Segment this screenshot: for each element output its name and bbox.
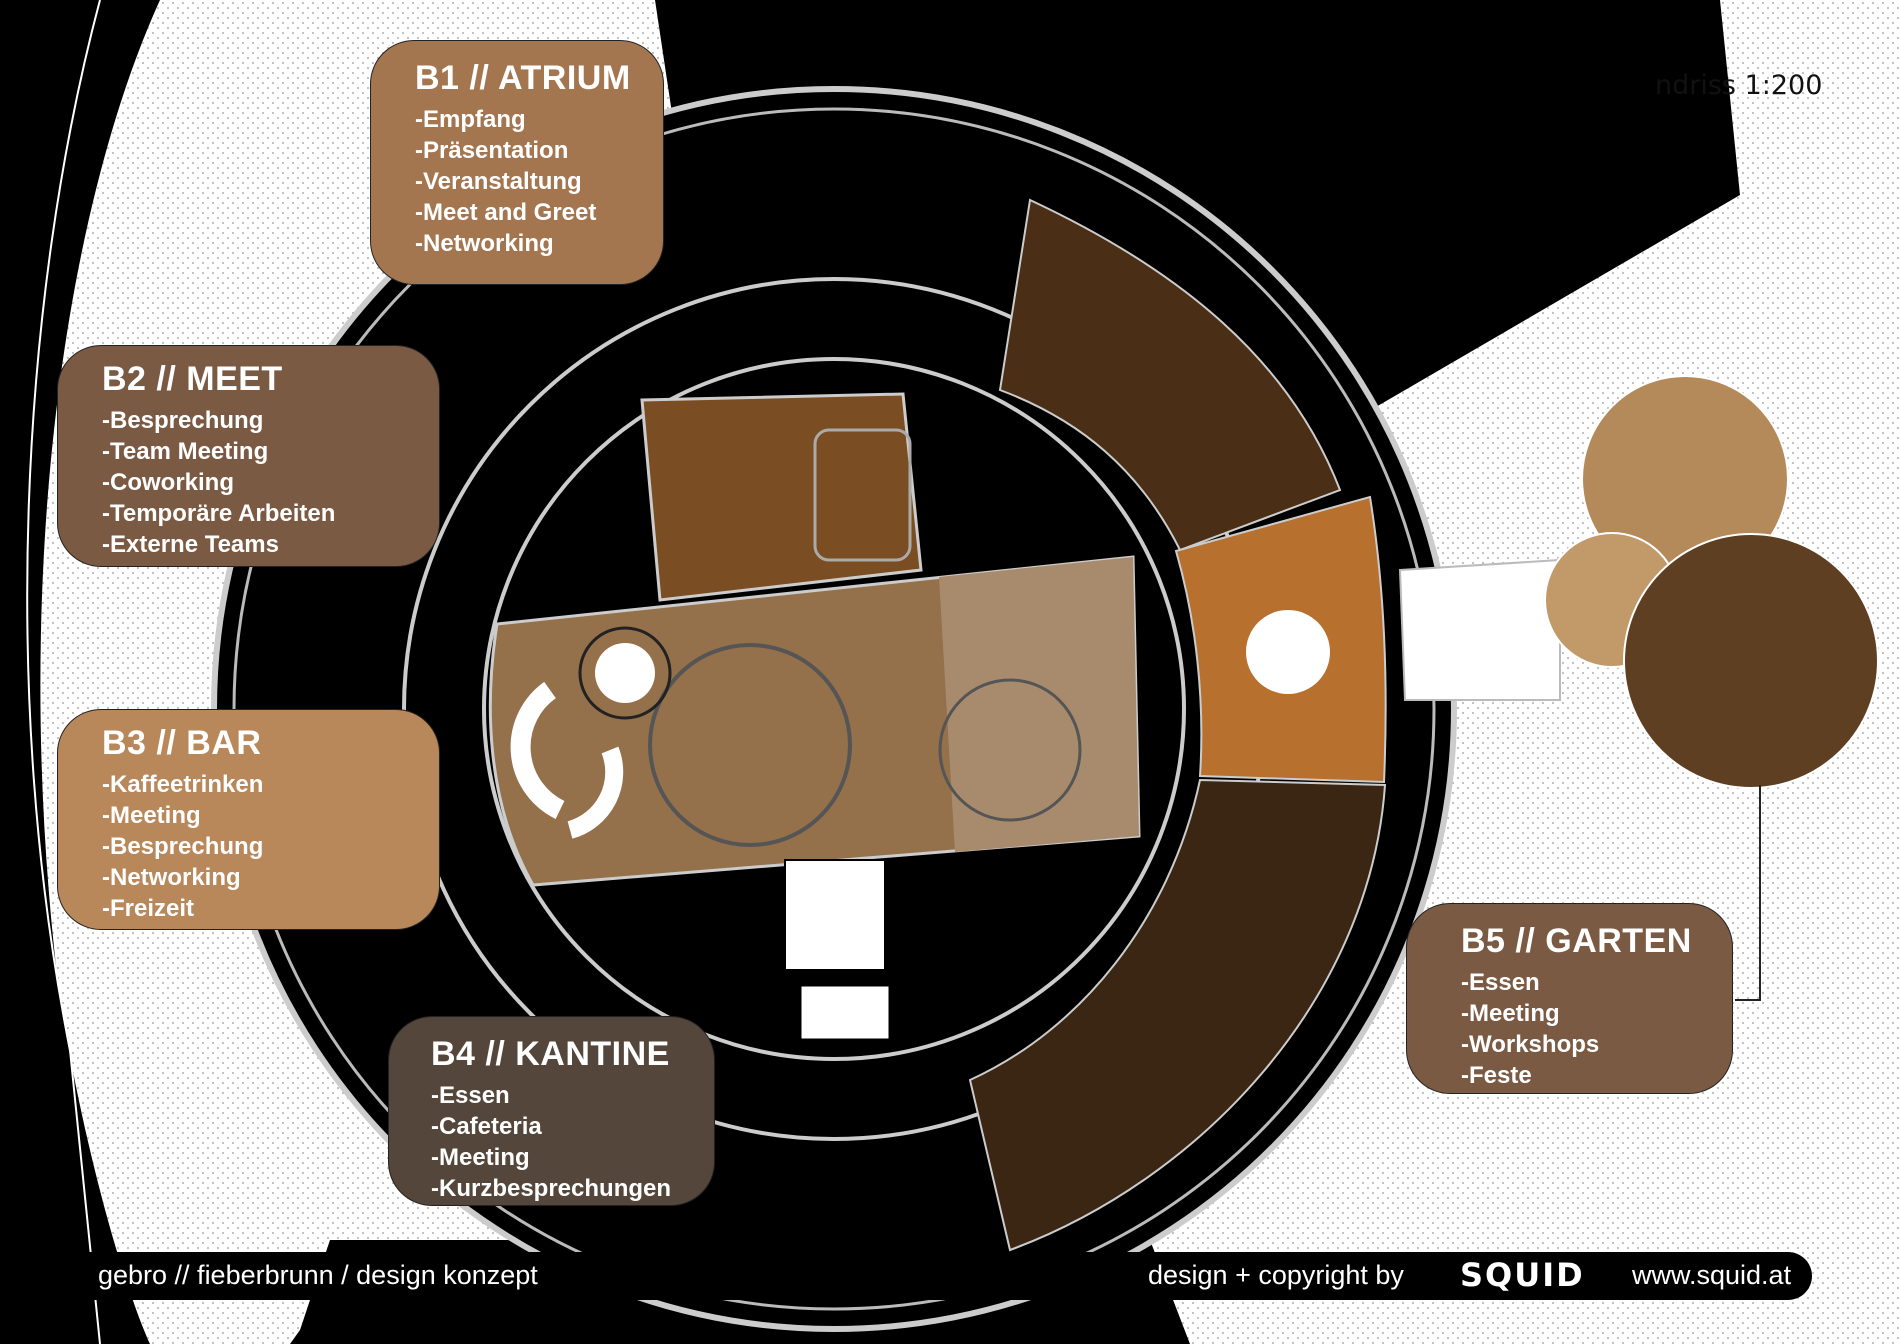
- zone-item: -Cafeteria: [431, 1113, 542, 1140]
- zone-item: -Empfang: [415, 106, 526, 133]
- zone-item: -Workshops: [1461, 1031, 1600, 1058]
- zone-item: -Kurzbesprechungen: [431, 1175, 672, 1202]
- zone-label-b3: B3 // BAR -Kaffeetrinken -Meeting -Bespr…: [57, 709, 440, 930]
- garden-circle-3: [1623, 533, 1879, 789]
- zone-label-b4: B4 // KANTINE -Essen -Cafeteria -Meeting…: [388, 1016, 715, 1206]
- squid-logo: SQUID: [1460, 1256, 1585, 1294]
- scale-note: ndriss 1:200: [1655, 70, 1823, 101]
- credit-text: design + copyright by: [1148, 1260, 1404, 1290]
- central-circle: [648, 643, 852, 847]
- zone-item: -Team Meeting: [102, 438, 269, 465]
- round-bar: [578, 626, 672, 720]
- zone-b4-kantine-area: [968, 778, 1387, 1252]
- core-ring: [482, 357, 1186, 1061]
- terrace: [1398, 558, 1561, 701]
- zone-item: -Präsentation: [415, 137, 569, 164]
- zone-item: -Meet and Greet: [415, 199, 597, 226]
- zone-title: B3 // BAR: [102, 724, 262, 762]
- zone-label-b2: B2 // MEET -Besprechung -Team Meeting -C…: [57, 345, 440, 567]
- zone-item: -Networking: [102, 864, 241, 891]
- project-title: gebro // fieberbrunn / design konzept: [98, 1260, 538, 1290]
- zone-title: B2 // MEET: [102, 360, 283, 398]
- road-left-outline: [26, 0, 101, 1344]
- bar-lounge-light: [939, 557, 1139, 852]
- zone-item: -Besprechung: [102, 833, 264, 860]
- lounge-circle: [938, 678, 1082, 822]
- zone-item: -Besprechung: [102, 407, 264, 434]
- zone-item: -Freizeit: [102, 895, 195, 922]
- zone-item: -Networking: [415, 230, 554, 257]
- zone-item: -Meeting: [102, 802, 201, 829]
- footer-bar: gebro // fieberbrunn / design konzept de…: [60, 1252, 1812, 1300]
- zone-item: -Feste: [1461, 1062, 1532, 1089]
- curved-bench-2: [567, 746, 624, 839]
- zone-b2-meet-area: [998, 198, 1342, 552]
- zone-item: -Meeting: [431, 1144, 530, 1171]
- curved-bench: [510, 681, 565, 819]
- zone-item: -Meeting: [1461, 1000, 1560, 1027]
- elevator: [798, 983, 892, 1042]
- zone-title: B4 // KANTINE: [431, 1035, 670, 1073]
- zone-title: B1 // ATRIUM: [415, 59, 631, 97]
- meeting-table: [813, 428, 912, 562]
- zone-label-b5: B5 // GARTEN -Essen -Meeting -Workshops …: [1406, 903, 1733, 1094]
- zone-label-b1: B1 // ATRIUM -Empfang -Präsentation -Ver…: [370, 40, 664, 285]
- leader-line-b5: [1735, 785, 1761, 1001]
- round-bar-top: [595, 643, 655, 703]
- website-link[interactable]: www.squid.at: [1632, 1260, 1792, 1290]
- zone-item: -Externe Teams: [102, 531, 279, 558]
- zone-item: -Kaffeetrinken: [102, 771, 264, 798]
- stairs: [784, 859, 886, 971]
- round-table: [1246, 610, 1330, 694]
- zone-b1-atrium-room: [640, 392, 923, 602]
- zone-item: -Essen: [431, 1082, 510, 1109]
- zone-item: -Temporäre Arbeiten: [102, 500, 336, 527]
- zone-item: -Essen: [1461, 969, 1540, 996]
- zone-item: -Veranstaltung: [415, 168, 582, 195]
- zone-title: B5 // GARTEN: [1461, 922, 1692, 960]
- zone-item: -Coworking: [102, 469, 234, 496]
